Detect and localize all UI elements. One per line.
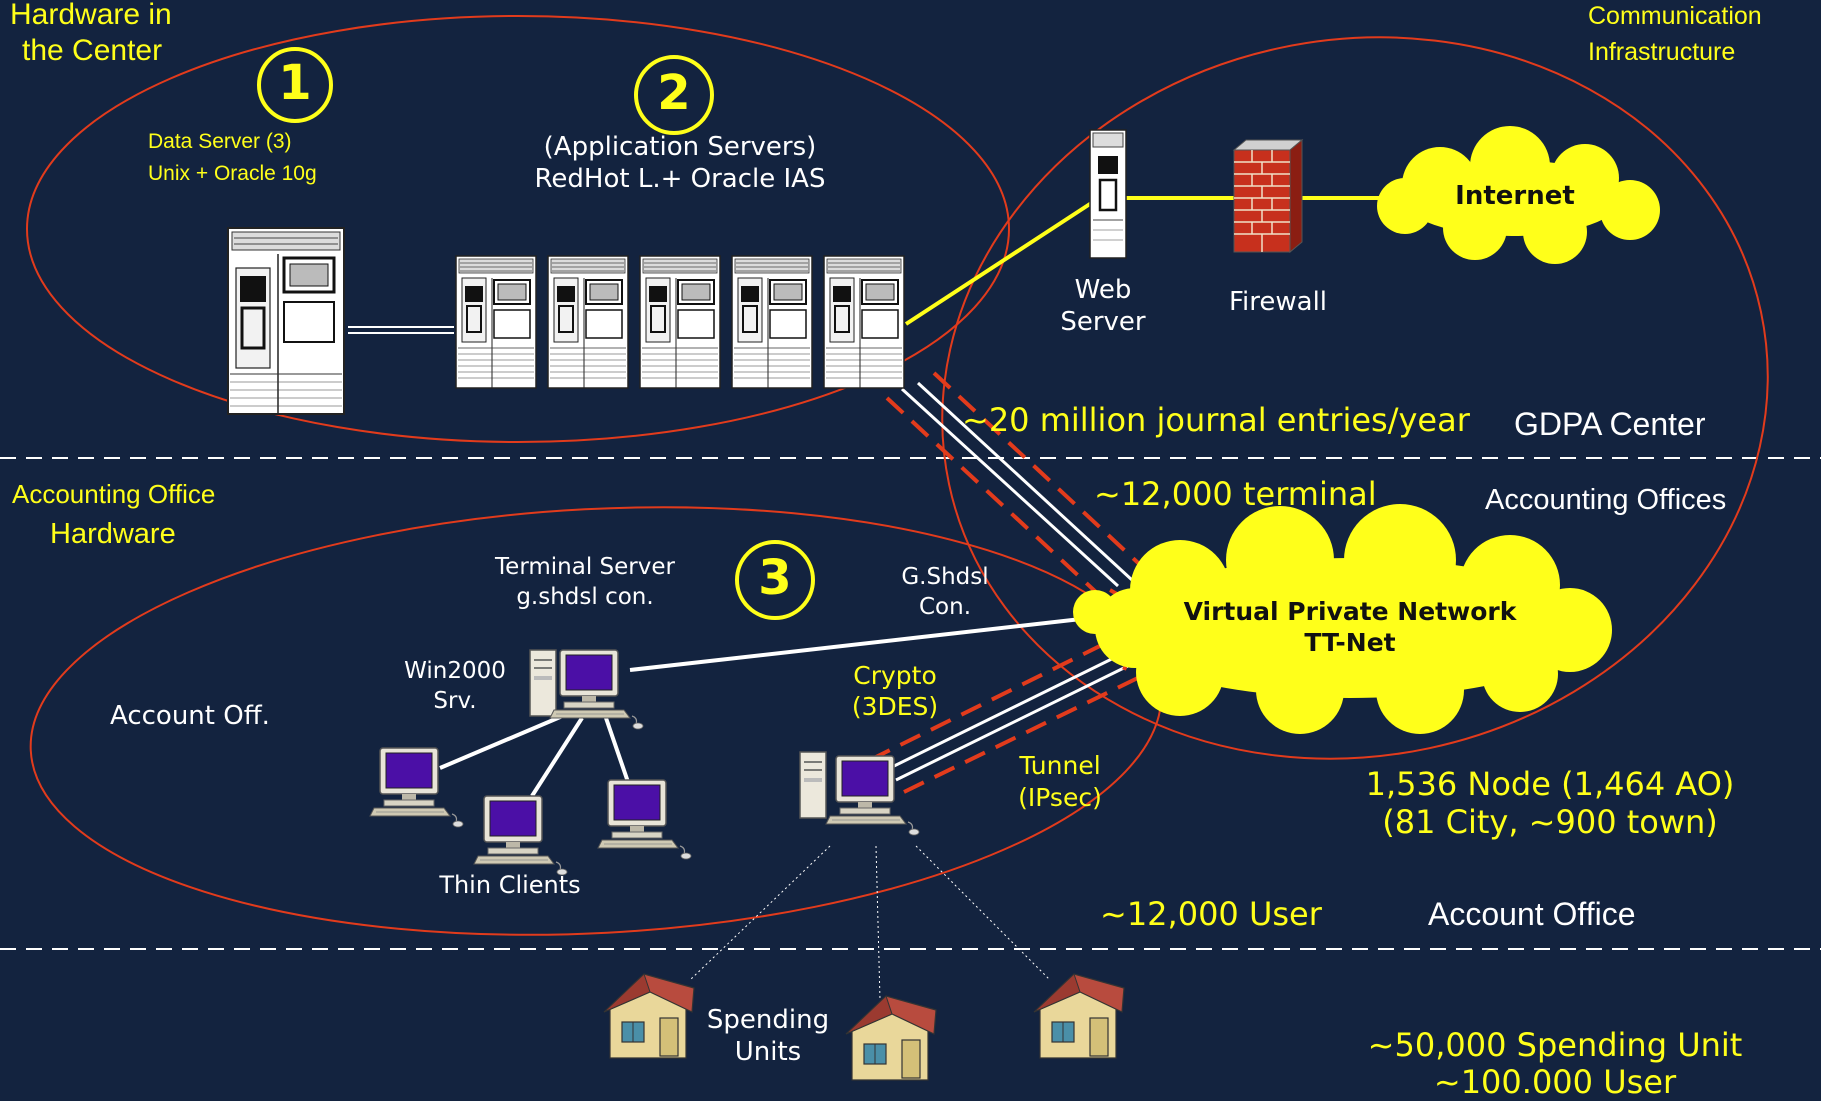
crypto-pc-icon	[799, 751, 920, 836]
app-server-icon	[455, 255, 537, 389]
account-office-label: Account Office	[1428, 896, 1636, 932]
center-section-title-line2: the Center	[22, 34, 163, 67]
node-count-stat-line1: 1,536 Node (1,464 AO)	[1365, 765, 1735, 803]
gshdsl-label-line2: Con.	[918, 594, 972, 620]
data-server-icon	[227, 227, 345, 415]
spending-units-label-line2: Units	[734, 1037, 802, 1067]
marker-2: 2	[657, 65, 691, 121]
tunnel-label-line2: (IPsec)	[1018, 783, 1102, 812]
link-ts-client-1	[439, 710, 573, 770]
link-terminal-vpn	[629, 616, 1091, 672]
app-server-icon	[731, 255, 813, 389]
marker-3: 3	[758, 550, 792, 606]
terminal-server-label-line2: g.shdsl con.	[516, 584, 654, 610]
tunnel-center-a	[885, 396, 1113, 608]
spending-unit-stat-line2: ~100.000 User	[1433, 1063, 1677, 1101]
terminal-count-stat: ~12,000 terminal	[1094, 475, 1377, 513]
firewall-label: Firewall	[1228, 287, 1328, 317]
web-server-label-line2: Server	[1060, 307, 1146, 337]
terminal-server-label-line1: Terminal Server	[495, 554, 675, 580]
comm-section-title-line1: Communication	[1588, 2, 1762, 30]
thin-client-icon	[369, 747, 464, 828]
link-app-web	[904, 198, 1098, 326]
tunnel-label-line1: Tunnel	[1019, 751, 1101, 780]
firewall-icon	[1232, 138, 1304, 254]
gshdsl-label-line1: G.Shdsl	[901, 564, 989, 590]
house-icon	[845, 995, 937, 1081]
marker-3-circle	[735, 540, 815, 620]
house-icon	[603, 973, 695, 1059]
accounting-offices-label: Accounting Offices	[1485, 484, 1727, 516]
node-count-stat-line2: (81 City, ~900 town)	[1382, 803, 1718, 841]
web-server-icon	[1089, 129, 1127, 259]
app-servers-label-line2: RedHot L.+ Oracle IAS	[534, 164, 826, 194]
link-crypto-vpn-a	[889, 648, 1131, 770]
marker-2-circle	[634, 55, 714, 135]
spending-units-label-line1: Spending	[706, 1005, 830, 1035]
office-section-title-line2: Hardware	[50, 518, 176, 550]
app-server-icon	[639, 255, 721, 389]
web-server-label-line1: Web	[1074, 275, 1132, 305]
comm-section-title-line2: Infrastructure	[1588, 38, 1736, 66]
link-ts-client-3	[604, 717, 630, 783]
office-section-title-line1: Accounting Office	[12, 479, 216, 509]
data-server-label-line1: Data Server (3)	[148, 130, 292, 153]
spending-unit-stat-line1: ~50,000 Spending Unit	[1367, 1026, 1743, 1064]
app-servers-label-line1: (Application Servers)	[543, 132, 817, 162]
terminal-server-icon	[529, 649, 644, 730]
app-server-icon	[547, 255, 629, 389]
communication-ellipse	[941, 36, 1769, 760]
marker-1: 1	[278, 55, 312, 111]
tunnel-office-a	[869, 634, 1121, 762]
marker-1-circle	[257, 47, 333, 123]
link-center-vpn-b	[916, 381, 1134, 582]
vpn-label-line1: Virtual Private Network	[1183, 597, 1517, 626]
thin-client-icon	[597, 779, 692, 860]
link-spending-2	[875, 845, 881, 1001]
vpn-label-line2: TT-Net	[1304, 628, 1396, 657]
center-section-title-line1: Hardware in	[10, 0, 172, 31]
crypto-label-line1: Crypto	[853, 661, 937, 690]
house-icon	[1033, 973, 1125, 1059]
win2000-label-line1: Win2000	[404, 658, 506, 684]
center-hardware-ellipse	[26, 15, 1010, 443]
link-center-vpn-a	[900, 387, 1120, 588]
thin-clients-label: Thin Clients	[439, 871, 581, 899]
user-count-stat: ~12,000 User	[1100, 895, 1322, 933]
app-server-icon	[823, 255, 905, 389]
data-server-label-line2: Unix + Oracle 10g	[148, 162, 317, 185]
internet-cloud-icon	[1377, 126, 1660, 264]
journal-entries-stat: ~20 million journal entries/year	[962, 401, 1470, 439]
win2000-label-line2: Srv.	[433, 688, 477, 714]
tunnel-office-b	[903, 670, 1151, 794]
thin-client-icon	[473, 795, 568, 876]
link-spending-1	[689, 845, 831, 981]
crypto-label-line2: (3DES)	[851, 692, 939, 721]
account-off-label: Account Off.	[110, 701, 270, 731]
tunnel-center-b	[932, 371, 1152, 576]
link-crypto-vpn-b	[895, 660, 1137, 782]
gdpa-center-label: GDPA Center	[1514, 406, 1706, 442]
link-ts-client-2	[530, 716, 584, 798]
vpn-cloud-icon	[1073, 504, 1612, 734]
internet-label: Internet	[1455, 181, 1575, 211]
link-spending-3	[915, 845, 1051, 981]
